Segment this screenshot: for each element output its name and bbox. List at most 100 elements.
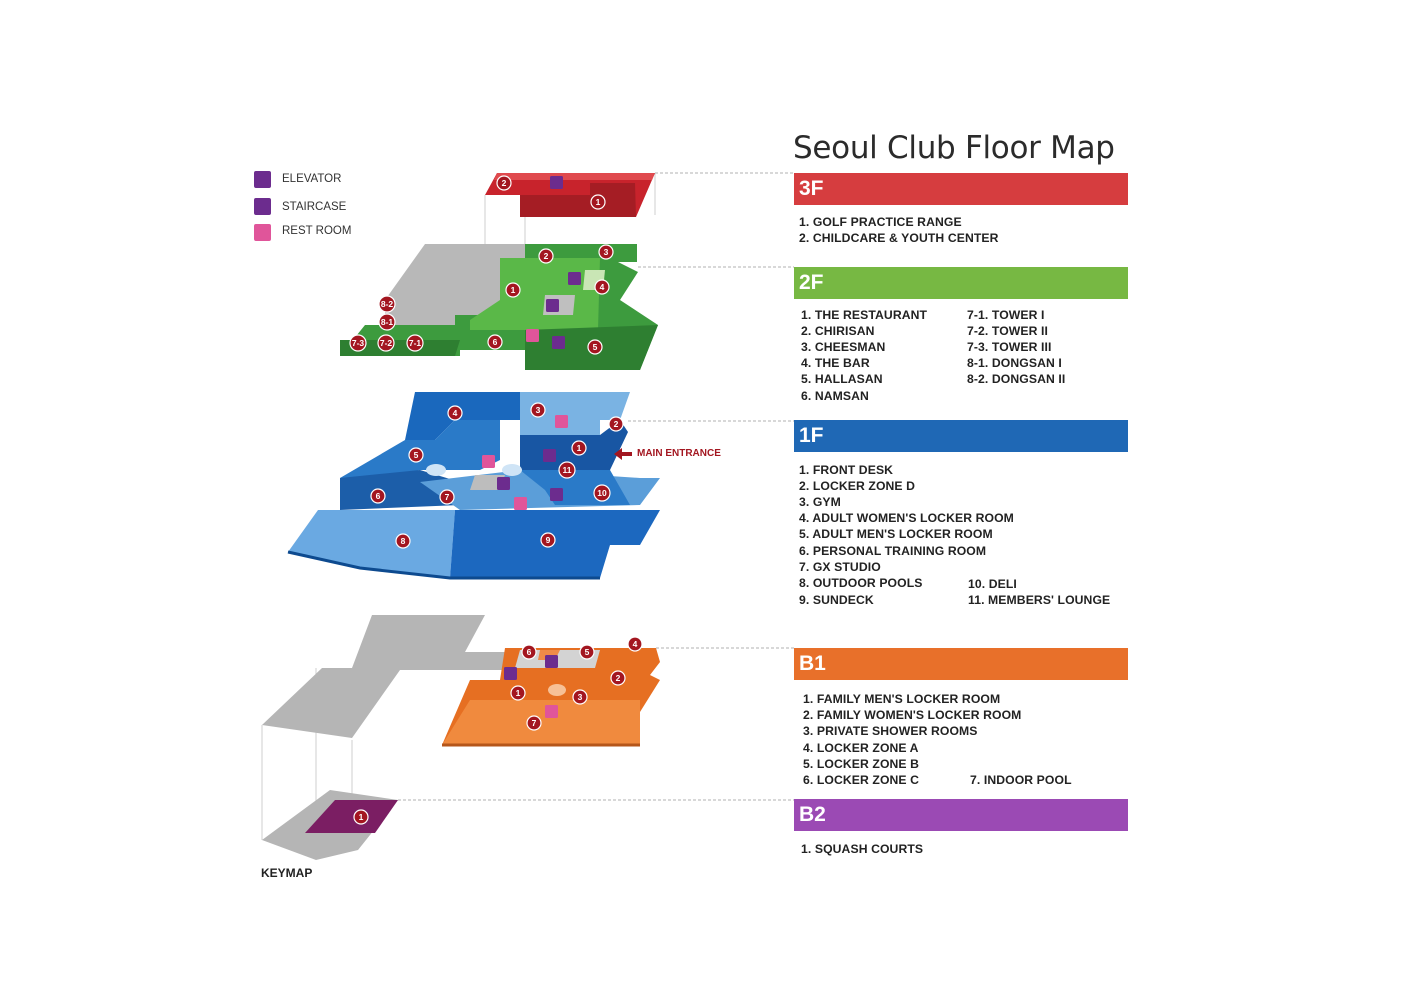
floor-2f-item: 3. CHEESMAN xyxy=(801,340,886,354)
svg-text:2: 2 xyxy=(544,251,549,261)
room-marker-b1: 5 xyxy=(579,644,595,660)
staircase-icon xyxy=(254,198,271,215)
svg-text:1: 1 xyxy=(516,688,521,698)
room-marker-2f: 4 xyxy=(594,279,610,295)
legend-label-restroom: REST ROOM xyxy=(282,225,352,237)
elevator-icon xyxy=(550,488,563,501)
elevator-icon xyxy=(254,171,271,188)
floor-2f-item: 8-2. DONGSAN II xyxy=(967,372,1066,386)
floor-2f-item: 5. HALLASAN xyxy=(801,372,883,386)
elevator-icon xyxy=(545,655,558,668)
svg-text:4: 4 xyxy=(600,282,605,292)
room-marker-2f: 8-1 xyxy=(378,313,396,331)
svg-text:6: 6 xyxy=(493,337,498,347)
restroom-icon xyxy=(526,329,539,342)
floor-2f-item: 6. NAMSAN xyxy=(801,389,869,403)
svg-text:4: 4 xyxy=(633,639,638,649)
svg-text:5: 5 xyxy=(414,450,419,460)
floor-3f-item: 1. GOLF PRACTICE RANGE xyxy=(799,215,962,229)
floor-b1-plan xyxy=(262,615,660,747)
elevator-icon xyxy=(550,176,563,189)
room-marker-2f: 6 xyxy=(487,334,503,350)
room-marker-2f: 7-3 xyxy=(349,334,367,352)
restroom-icon xyxy=(514,497,527,510)
staircase-icon xyxy=(546,299,559,312)
elevator-icon xyxy=(552,336,565,349)
room-marker-1f: 7 xyxy=(439,489,455,505)
room-marker-1f: 9 xyxy=(540,532,556,548)
room-marker-1f: 2 xyxy=(608,416,624,432)
floor-b1-item: 6. LOCKER ZONE C xyxy=(803,773,920,787)
room-marker-b1: 4 xyxy=(627,636,643,652)
room-marker-2f: 1 xyxy=(505,282,521,298)
svg-text:10: 10 xyxy=(597,488,607,498)
restroom-icon xyxy=(555,415,568,428)
room-marker-1f: 5 xyxy=(408,447,424,463)
room-marker-3f: 2 xyxy=(496,175,512,191)
restroom-icon xyxy=(482,455,495,468)
floor-1f-item: 3. GYM xyxy=(799,495,841,509)
floor-1f-item: 1. FRONT DESK xyxy=(799,463,894,477)
main-entrance-label: MAIN ENTRANCE xyxy=(637,448,721,459)
room-marker-b1: 3 xyxy=(572,689,588,705)
svg-text:7: 7 xyxy=(532,718,537,728)
room-marker-b1: 7 xyxy=(526,715,542,731)
floor-b1-item: 3. PRIVATE SHOWER ROOMS xyxy=(803,724,978,738)
floor-1f-item: 4. ADULT WOMEN'S LOCKER ROOM xyxy=(799,511,1014,525)
floor-b1-item: 1. FAMILY MEN'S LOCKER ROOM xyxy=(803,692,1001,706)
floor-3f-plan xyxy=(485,173,655,217)
main-entrance-arrow xyxy=(614,448,632,460)
room-marker-2f: 2 xyxy=(538,248,554,264)
floor-1f-item: 6. PERSONAL TRAINING ROOM xyxy=(799,544,987,558)
floor-3f-header: 3F xyxy=(794,173,1128,205)
room-marker-3f: 1 xyxy=(590,194,606,210)
floor-b1-item: 2. FAMILY WOMEN'S LOCKER ROOM xyxy=(803,708,1022,722)
room-marker-b1: 2 xyxy=(610,670,626,686)
floor-2f-item: 7-1. TOWER I xyxy=(967,308,1045,322)
svg-text:7-2: 7-2 xyxy=(380,338,393,348)
room-marker-1f: 3 xyxy=(530,402,546,418)
svg-text:2: 2 xyxy=(616,673,621,683)
elevator-icon xyxy=(568,272,581,285)
legend: ELEVATOR STAIRCASE REST ROOM xyxy=(254,171,384,246)
svg-text:7-3: 7-3 xyxy=(352,338,365,348)
floor-b1-item: 7. INDOOR POOL xyxy=(970,773,1072,787)
legend-label-staircase: STAIRCASE xyxy=(282,201,347,213)
restroom-icon xyxy=(545,705,558,718)
svg-text:1: 1 xyxy=(359,812,364,822)
room-marker-1f: 6 xyxy=(370,488,386,504)
svg-text:6: 6 xyxy=(376,491,381,501)
room-marker-1f: 8 xyxy=(395,533,411,549)
floor-1f-item: 7. GX STUDIO xyxy=(799,560,881,574)
svg-text:7: 7 xyxy=(445,492,450,502)
svg-text:5: 5 xyxy=(585,647,590,657)
svg-text:8-1: 8-1 xyxy=(381,317,394,327)
svg-text:1: 1 xyxy=(596,197,601,207)
floor-1f-item: 8. OUTDOOR POOLS xyxy=(799,576,923,590)
svg-text:1: 1 xyxy=(577,443,582,453)
room-marker-2f: 3 xyxy=(598,244,614,260)
page-title: Seoul Club Floor Map xyxy=(793,130,1115,166)
svg-text:3: 3 xyxy=(578,692,583,702)
room-marker-2f: 5 xyxy=(587,339,603,355)
svg-text:3: 3 xyxy=(536,405,541,415)
floor-2f-item: 4. THE BAR xyxy=(801,356,870,370)
room-marker-1f: 4 xyxy=(447,405,463,421)
floor-b2-item: 1. SQUASH COURTS xyxy=(801,842,924,856)
room-marker-1f: 11 xyxy=(558,461,576,479)
svg-text:5: 5 xyxy=(593,342,598,352)
floor-b1-item: 4. LOCKER ZONE A xyxy=(803,741,919,755)
restroom-icon xyxy=(254,224,271,241)
floor-2f-header: 2F xyxy=(794,267,1128,299)
svg-text:2: 2 xyxy=(502,178,507,188)
svg-text:9: 9 xyxy=(546,535,551,545)
floor-2f-item: 8-1. DONGSAN I xyxy=(967,356,1062,370)
svg-text:2: 2 xyxy=(614,419,619,429)
svg-text:7-1: 7-1 xyxy=(409,338,422,348)
svg-text:8-2: 8-2 xyxy=(381,299,394,309)
legend-label-elevator: ELEVATOR xyxy=(282,173,342,185)
room-marker-1f: 10 xyxy=(593,484,611,502)
floor-b1-header: B1 xyxy=(794,648,1128,680)
staircase-icon xyxy=(543,449,556,462)
